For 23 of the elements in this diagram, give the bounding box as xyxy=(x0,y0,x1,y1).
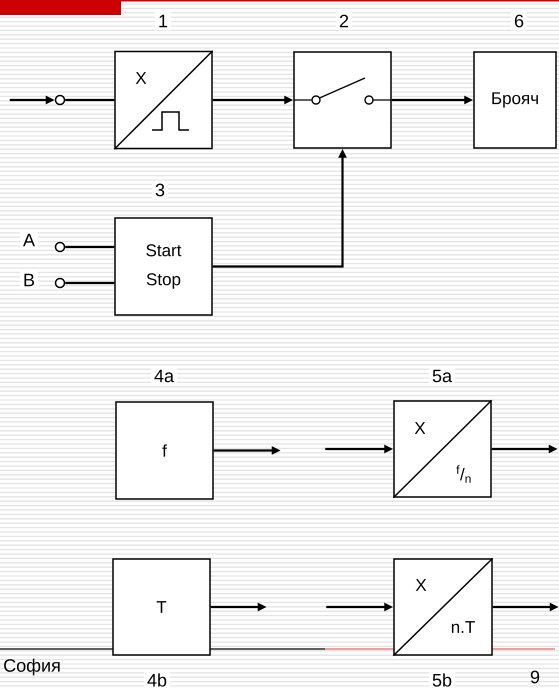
page-number: 9 xyxy=(530,670,540,684)
switch-block xyxy=(293,51,392,149)
block-number: 5a xyxy=(429,366,456,386)
block-number: 5b xyxy=(429,670,456,690)
block-number: 4b xyxy=(144,670,170,690)
converter-block: X $^{f}$/$_{n}$ xyxy=(392,400,492,498)
block-number: 2 xyxy=(336,12,352,30)
block-number: 4a xyxy=(151,366,178,386)
converter-block: X xyxy=(114,50,214,150)
generator-block: T xyxy=(112,558,211,656)
terminal-circle xyxy=(54,242,66,252)
generator-block: f xyxy=(115,401,214,500)
counter-block: Брояч xyxy=(473,51,557,149)
converter-block: X n.T xyxy=(392,558,494,656)
terminal-circle xyxy=(54,94,66,106)
block-number: 1 xyxy=(155,12,171,30)
block-number: 3 xyxy=(152,180,168,200)
terminal-label: A xyxy=(20,230,38,250)
footer-text: София xyxy=(4,658,60,676)
block-number: 6 xyxy=(511,12,528,30)
terminal-circle xyxy=(54,278,66,288)
control-block: Start Stop xyxy=(114,217,213,316)
terminal-label: B xyxy=(20,270,38,290)
